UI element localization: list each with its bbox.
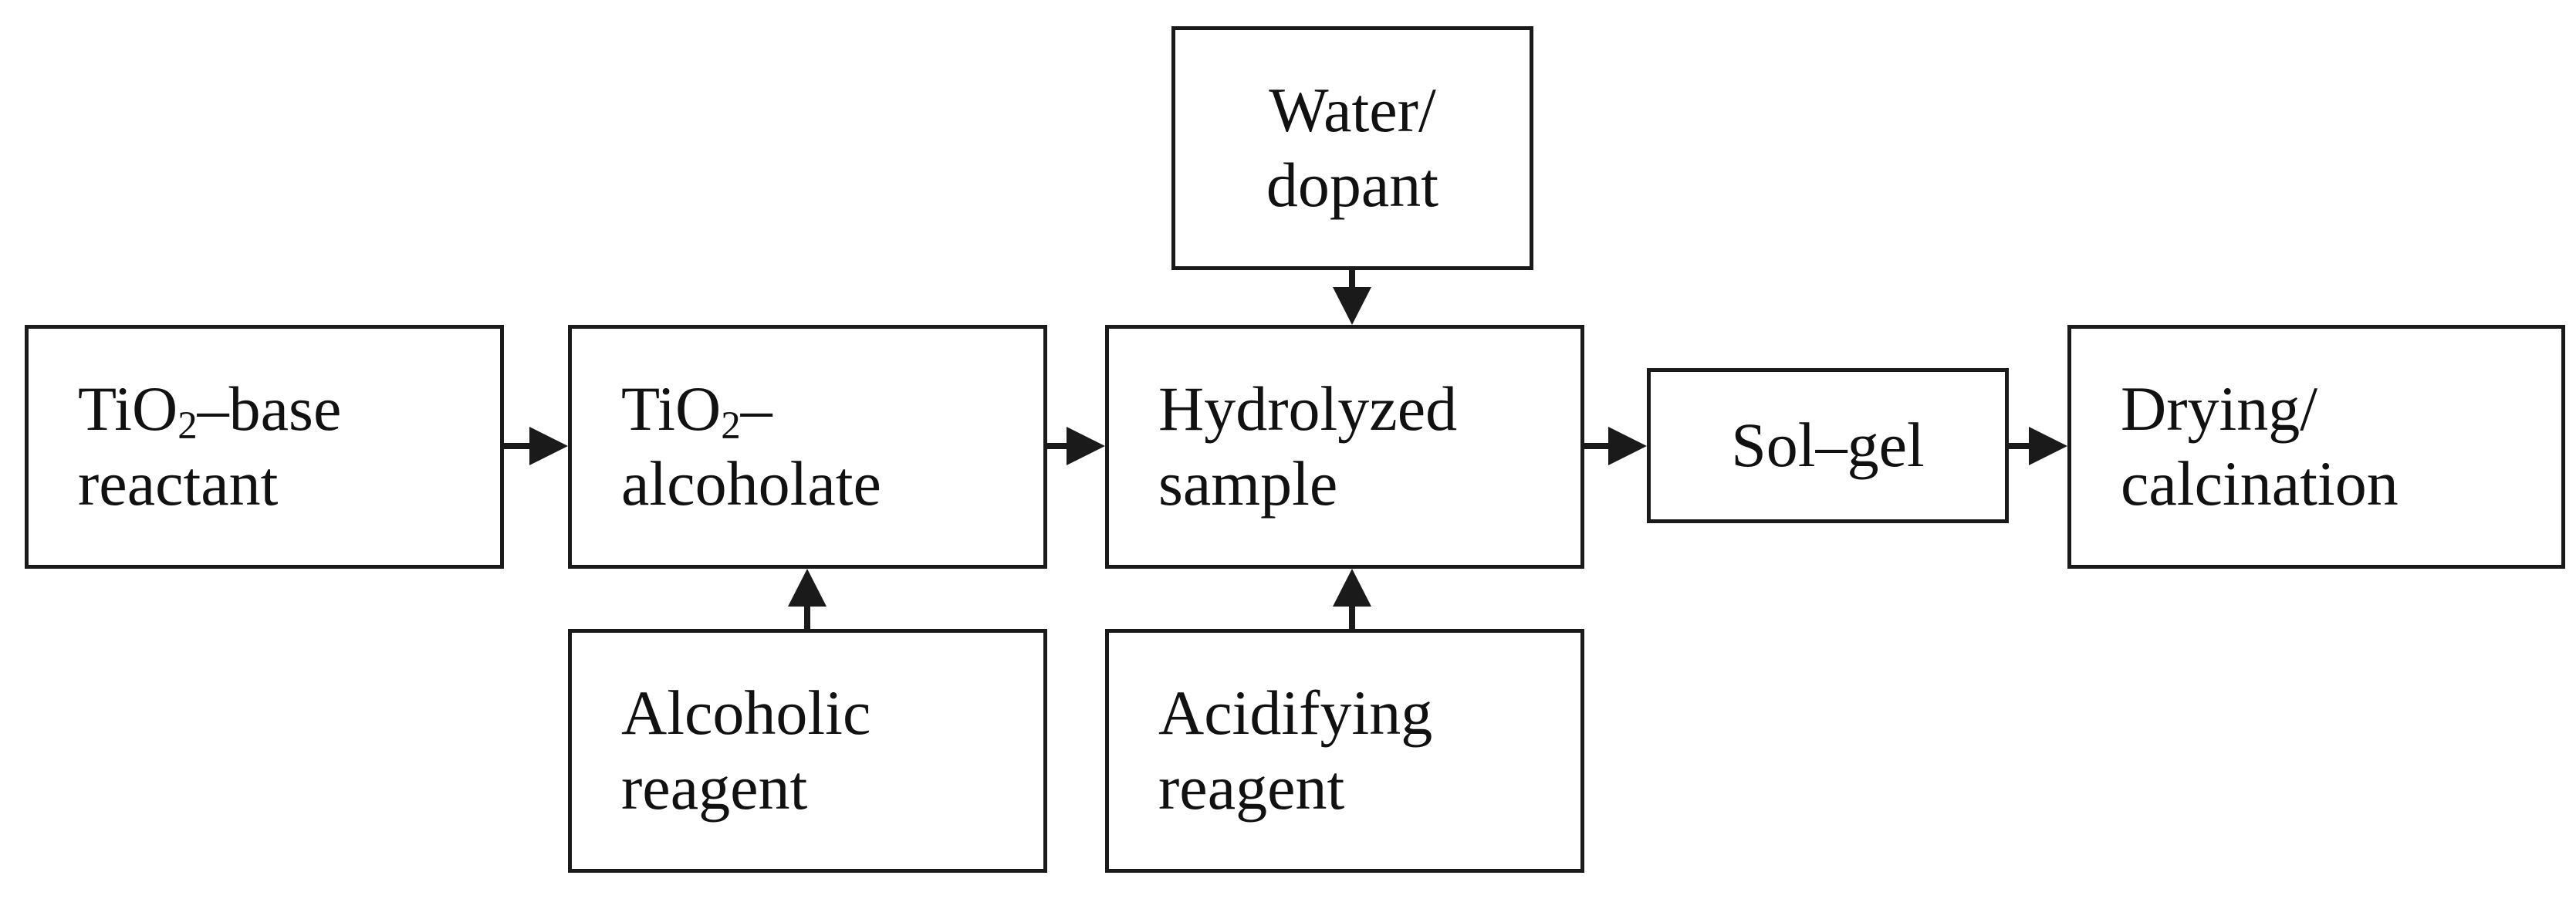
hydrolyzed-sample-line1: Hydrolyzed xyxy=(1158,373,1458,444)
arrowhead-base-to-alcoholate xyxy=(529,427,568,465)
acidifying-reagent-line2: reagent xyxy=(1158,752,1345,823)
tio2-base-reactant-suffix: –base xyxy=(197,373,342,444)
alcoholic-reagent-line2: reagent xyxy=(621,752,808,823)
arrowhead-alcoholic-to-alcoholate xyxy=(788,569,827,607)
water-dopant-line2: dopant xyxy=(1266,150,1439,220)
acidifying-reagent-box: Acidifying reagent xyxy=(1105,629,1584,873)
sol-gel-label: Sol–gel xyxy=(1731,410,1925,481)
tio2-base-reactant-box: TiO2–base reactant xyxy=(25,325,504,569)
drying-calcination-line2: calcination xyxy=(2121,448,2399,519)
arrowhead-water-to-hydrolyzed xyxy=(1333,287,1371,325)
acidifying-reagent-line1: Acidifying xyxy=(1158,678,1433,749)
tio2-base-reactant-line2: reactant xyxy=(78,448,279,519)
sol-gel-box: Sol–gel xyxy=(1647,368,2009,523)
arrowhead-alcoholate-to-hydrolyzed xyxy=(1067,427,1105,465)
alcoholic-reagent-line1: Alcoholic xyxy=(621,678,871,749)
arrowhead-hydrolyzed-to-solgel xyxy=(1608,427,1647,465)
tio2-base-reactant-line1: TiO2–base xyxy=(78,372,341,447)
hydrolyzed-sample-line2: sample xyxy=(1158,448,1338,519)
water-dopant-box: Water/ dopant xyxy=(1171,26,1533,270)
tio2-alcoholate-line1: TiO2– xyxy=(621,372,772,447)
tio2-base-reactant-formula: TiO xyxy=(78,373,178,444)
tio2-alcoholate-line2: alcoholate xyxy=(621,448,881,519)
tio2-alcoholate-subscript: 2 xyxy=(721,404,741,448)
tio2-alcoholate-suffix: – xyxy=(740,373,772,444)
alcoholic-reagent-box: Alcoholic reagent xyxy=(568,629,1047,873)
arrowhead-solgel-to-drying xyxy=(2029,427,2067,465)
water-dopant-line1: Water/ xyxy=(1269,75,1436,146)
hydrolyzed-sample-box: Hydrolyzed sample xyxy=(1105,325,1584,569)
drying-calcination-box: Drying/ calcination xyxy=(2067,325,2565,569)
arrowhead-acidifying-to-hydrolyzed xyxy=(1333,569,1371,607)
drying-calcination-line1: Drying/ xyxy=(2121,373,2318,444)
tio2-base-reactant-subscript: 2 xyxy=(177,404,198,448)
tio2-alcoholate-formula: TiO xyxy=(621,373,722,444)
tio2-alcoholate-box: TiO2– alcoholate xyxy=(568,325,1047,569)
